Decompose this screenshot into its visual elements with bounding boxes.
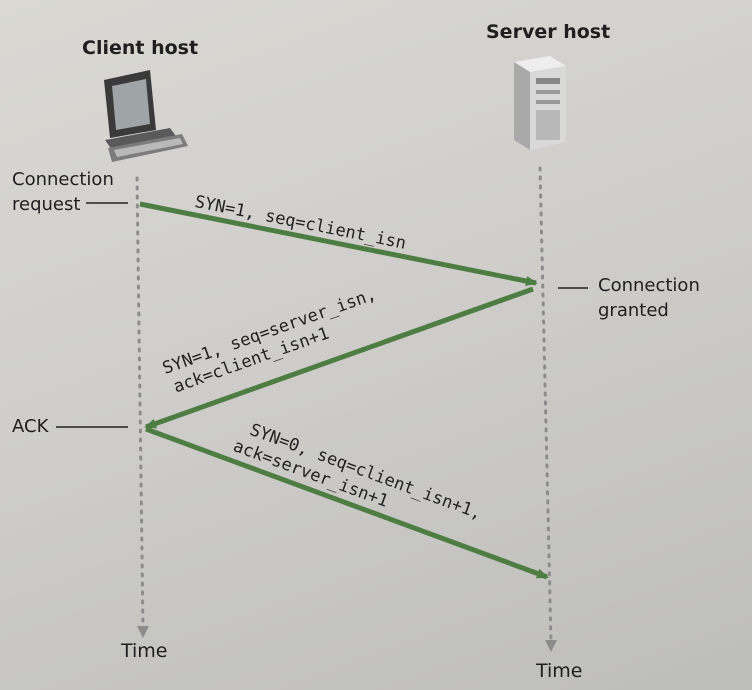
client-timeline — [135, 176, 145, 630]
connection-granted-label: Connection granted — [598, 273, 700, 323]
server-host-title: Server host — [486, 21, 611, 43]
client-timeline-arrowhead — [137, 626, 149, 638]
server-tower-icon — [514, 56, 566, 150]
connection-request-label: Connection request — [12, 167, 114, 217]
client-time-label: Time — [121, 640, 168, 662]
connection-granted-line2: granted — [598, 300, 669, 321]
syn-arrow — [139, 201, 538, 286]
connection-request-line2: request — [12, 194, 81, 215]
connection-granted-line1: Connection — [598, 275, 700, 296]
server-timeline-arrowhead — [545, 640, 557, 652]
server-timeline — [538, 166, 553, 644]
ack-label: ACK — [12, 416, 49, 437]
connection-request-line1: Connection — [12, 169, 114, 190]
synack-arrow — [144, 286, 534, 430]
ack-arrow — [145, 426, 549, 580]
server-time-label: Time — [536, 660, 583, 682]
client-computer-icon — [104, 70, 188, 162]
client-host-title: Client host — [82, 37, 199, 59]
